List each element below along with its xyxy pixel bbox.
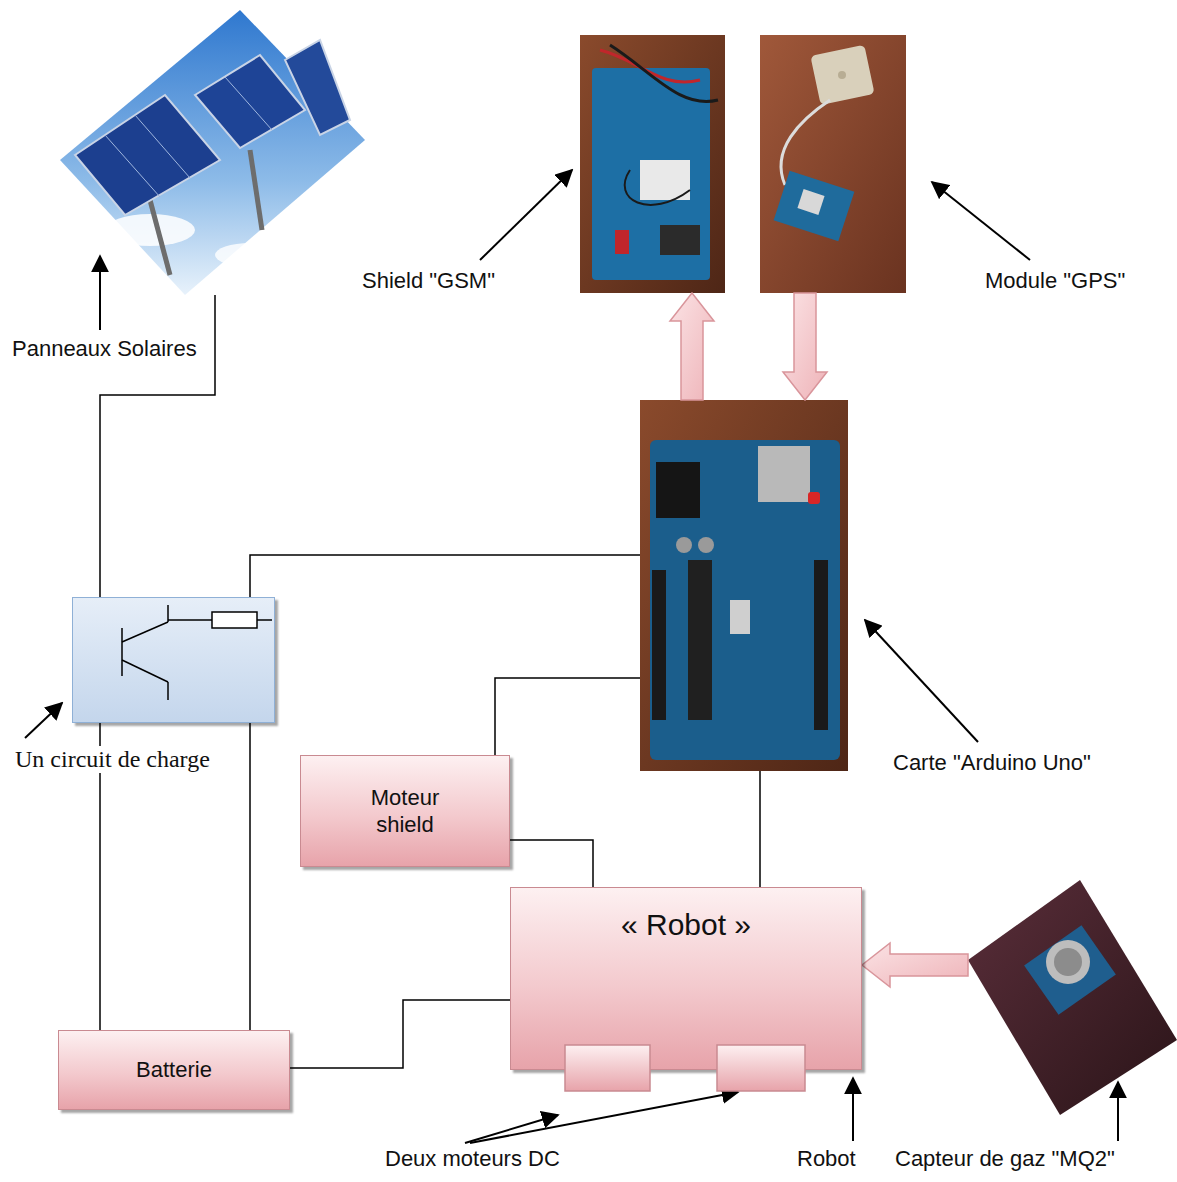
block-arrow <box>862 943 968 987</box>
box-text: Batterie <box>136 1056 212 1084</box>
wire-line <box>510 840 593 887</box>
callout-label: Capteur de gaz "MQ2" <box>895 1146 1115 1172</box>
callout-label: Un circuit de charge <box>13 746 212 773</box>
wire-line <box>249 723 251 1030</box>
gsm-shield-photo <box>580 35 725 293</box>
part-label: Robot <box>797 1146 856 1172</box>
box-text: Moteur shield <box>345 784 465 839</box>
leader-arrows <box>25 170 1118 1143</box>
block-arrow <box>670 293 714 400</box>
wire-line <box>759 771 761 887</box>
callout-label: Module "GPS" <box>985 268 1125 294</box>
robot-box: « Robot » <box>510 887 862 1070</box>
wire-line <box>495 678 640 755</box>
solar-panels: Panneaux Solaires <box>60 10 365 295</box>
mq2-sensor-photo <box>968 880 1177 1115</box>
dc-motors <box>565 1045 805 1091</box>
transistor-symbol <box>122 605 272 700</box>
box-text: « Robot » <box>621 906 751 944</box>
gps-module: Module "GPS" <box>760 35 906 293</box>
callout-label: Panneaux Solaires <box>12 336 197 362</box>
gsm-shield: Shield "GSM" <box>580 35 725 293</box>
callout-label: Carte "Arduino Uno" <box>893 750 1091 776</box>
arduino-uno-photo <box>640 400 848 771</box>
wire-line <box>290 1000 510 1068</box>
solar-panel-photo <box>60 10 365 295</box>
callout-label: Shield "GSM" <box>362 268 495 294</box>
arduino-board: Carte "Arduino Uno" <box>640 400 848 771</box>
charge-circuit: Un circuit de charge <box>72 597 275 723</box>
gas-sensor: Capteur de gaz "MQ2" <box>968 880 1177 1115</box>
block-arrow <box>783 293 827 400</box>
motor-shield-box: Moteur shield <box>300 755 510 867</box>
part-label: Deux moteurs DC <box>385 1146 560 1172</box>
battery-box: Batterie <box>58 1030 290 1110</box>
gps-module-photo <box>760 35 906 293</box>
wire-line <box>250 555 640 597</box>
